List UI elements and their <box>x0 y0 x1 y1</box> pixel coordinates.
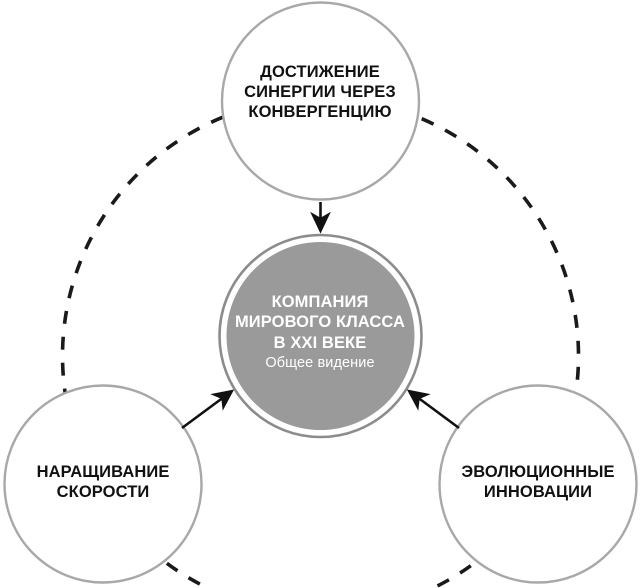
node-circle-speed[interactable] <box>3 384 203 584</box>
node-circle-innovation[interactable] <box>438 384 638 584</box>
node-circle-core[interactable] <box>226 242 415 430</box>
arrow-right-to-center <box>406 389 460 430</box>
arrow-left-to-center <box>181 389 235 430</box>
node-circle-synergy[interactable] <box>220 1 421 201</box>
